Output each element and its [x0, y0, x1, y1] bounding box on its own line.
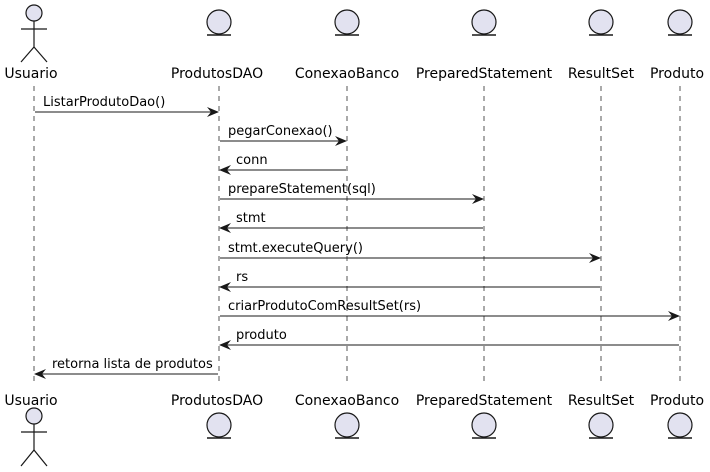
message-listar-produto-dao: ListarProdutoDao(): [35, 95, 219, 117]
message-label: conn: [236, 153, 268, 168]
participant-preparedstatement-top: PreparedStatement: [416, 9, 553, 82]
participant-produto-bottom: Produto: [650, 393, 704, 439]
arrow-right-icon: [472, 194, 484, 204]
message-label: prepareStatement(sql): [228, 182, 376, 197]
actor-icon: [20, 4, 48, 63]
entity-icon: [471, 9, 497, 36]
message-pegar-conexao: pegarConexao(): [220, 124, 347, 146]
entity-icon: [206, 9, 232, 36]
message-produto-return: produto: [219, 328, 679, 350]
participant-label: Produto: [650, 393, 704, 409]
arrow-left-icon: [219, 223, 231, 233]
message-rs: rs: [219, 270, 600, 292]
message-label: rs: [236, 270, 248, 285]
participant-label: Usuario: [4, 66, 57, 82]
entity-icon: [471, 412, 497, 439]
message-label: stmt: [236, 211, 266, 226]
participant-resultset-top: ResultSet: [568, 9, 635, 82]
message-execute-query: stmt.executeQuery(): [220, 241, 601, 263]
actor-icon: [20, 407, 48, 467]
message-conn: conn: [219, 153, 346, 175]
entity-icon: [334, 412, 360, 439]
message-label: stmt.executeQuery(): [228, 241, 363, 256]
participant-conexaobanco-bottom: ConexaoBanco: [295, 393, 399, 439]
arrow-right-icon: [207, 107, 219, 117]
participant-label: Produto: [650, 66, 704, 82]
arrow-left-icon: [219, 340, 231, 350]
participant-label: PreparedStatement: [416, 66, 553, 82]
participant-resultset-bottom: ResultSet: [568, 393, 635, 439]
message-label: criarProdutoComResultSet(rs): [228, 299, 421, 314]
participant-label: ConexaoBanco: [295, 66, 399, 82]
arrow-left-icon: [219, 282, 231, 292]
participant-label: ProdutosDAO: [171, 66, 263, 82]
participant-label: ResultSet: [568, 66, 635, 82]
entity-icon: [667, 412, 693, 439]
arrow-left-icon: [34, 369, 46, 379]
participant-produto-top: Produto: [650, 9, 704, 82]
message-label: pegarConexao(): [228, 124, 333, 139]
participant-label: PreparedStatement: [416, 393, 553, 409]
entity-icon: [667, 9, 693, 36]
arrow-left-icon: [219, 165, 231, 175]
message-criar-produto: criarProdutoComResultSet(rs): [220, 299, 680, 321]
participant-usuario-bottom: Usuario: [4, 393, 58, 467]
entity-icon: [588, 9, 614, 36]
participant-conexaobanco-top: ConexaoBanco: [295, 9, 399, 82]
message-label: ListarProdutoDao(): [43, 95, 165, 110]
participant-label: ResultSet: [568, 393, 635, 409]
message-prepare-statement: prepareStatement(sql): [220, 182, 484, 204]
participant-label: ProdutosDAO: [171, 393, 263, 409]
participant-label: ConexaoBanco: [295, 393, 399, 409]
participant-usuario-top: Usuario: [4, 4, 58, 82]
message-stmt: stmt: [219, 211, 483, 233]
arrow-right-icon: [589, 253, 601, 263]
entity-icon: [334, 9, 360, 36]
message-retorna-lista: retorna lista de produtos: [34, 357, 218, 379]
message-label: retorna lista de produtos: [52, 357, 213, 372]
participant-produtosdao-bottom: ProdutosDAO: [171, 393, 263, 439]
entity-icon: [206, 412, 232, 439]
arrow-right-icon: [335, 136, 347, 146]
participant-label: Usuario: [4, 393, 57, 409]
message-label: produto: [236, 328, 287, 343]
entity-icon: [588, 412, 614, 439]
participant-produtosdao-top: ProdutosDAO: [171, 9, 263, 82]
arrow-right-icon: [668, 311, 680, 321]
participant-preparedstatement-bottom: PreparedStatement: [416, 393, 553, 439]
